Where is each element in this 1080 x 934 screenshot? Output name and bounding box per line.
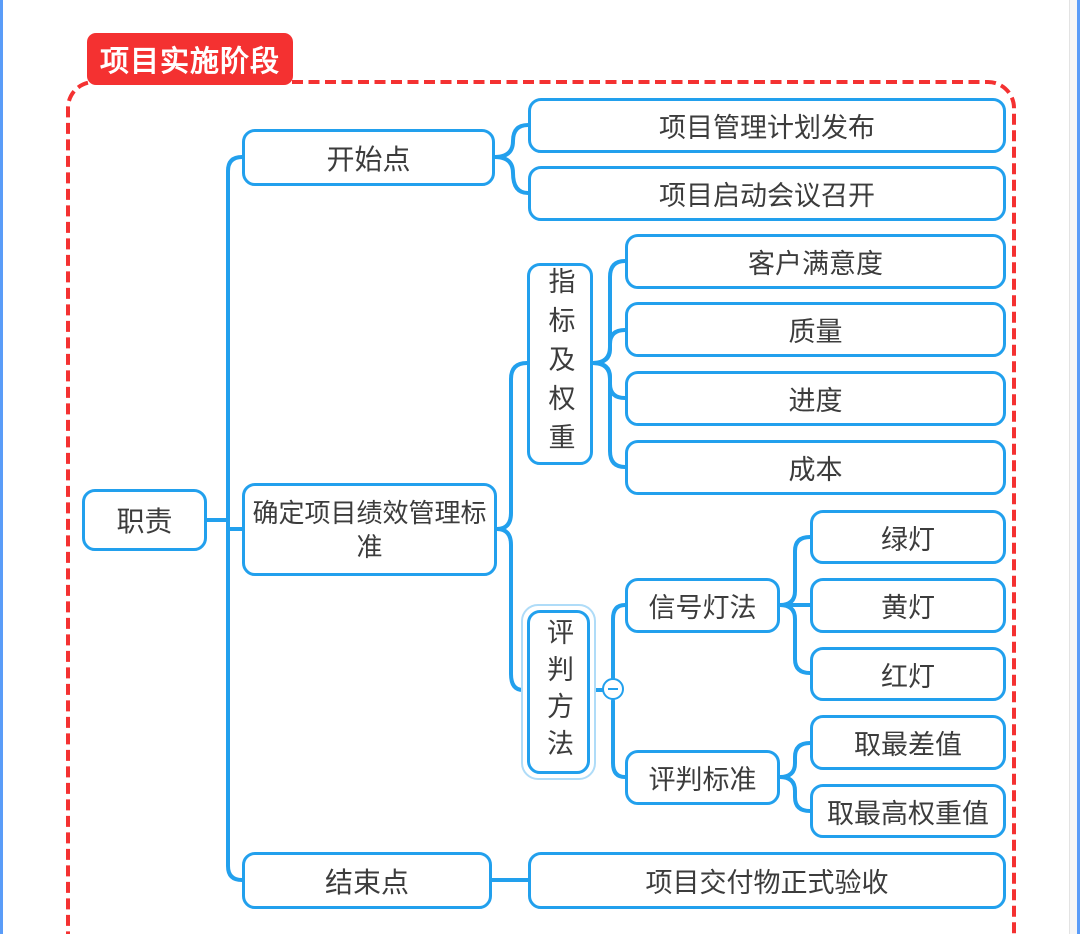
node-red-light[interactable]: 红灯 <box>810 647 1006 701</box>
branch-connectors <box>205 123 812 882</box>
node-plan-released[interactable]: 项目管理计划发布 <box>528 98 1006 153</box>
minus-glyph <box>608 688 618 690</box>
node-yellow-light[interactable]: 黄灯 <box>810 578 1006 633</box>
node-evaluation-method-selection-halo: 评判方法 <box>521 604 596 780</box>
collapse-minus-icon[interactable] <box>602 678 624 700</box>
node-responsibilities[interactable]: 职责 <box>82 489 207 551</box>
left-edge-line <box>0 0 3 934</box>
connector <box>611 603 627 681</box>
node-green-light[interactable]: 绿灯 <box>810 510 1006 564</box>
node-end-point[interactable]: 结束点 <box>242 852 492 909</box>
node-quality[interactable]: 质量 <box>625 302 1006 357</box>
node-performance-standard[interactable]: 确定项目绩效管理标准 <box>242 483 497 576</box>
right-edge-line[interactable] <box>1077 0 1080 934</box>
phase-badge[interactable]: 项目实施阶段 <box>87 33 293 85</box>
connector <box>495 527 525 692</box>
node-start-point[interactable]: 开始点 <box>242 129 495 186</box>
node-customer-satisfaction[interactable]: 客户满意度 <box>625 234 1006 289</box>
connector <box>778 741 812 779</box>
node-worst-value[interactable]: 取最差值 <box>810 715 1006 770</box>
node-indicators-weights[interactable]: 指标及权重 <box>527 263 593 465</box>
connector <box>495 361 529 531</box>
right-gutter <box>1070 0 1077 934</box>
node-deliverable-acceptance[interactable]: 项目交付物正式验收 <box>528 852 1006 909</box>
connector <box>493 155 530 195</box>
right-gutter-divider <box>1069 0 1070 934</box>
connector <box>493 123 530 159</box>
node-highest-weight-value[interactable]: 取最高权重值 <box>810 784 1006 838</box>
node-signal-light-method[interactable]: 信号灯法 <box>625 578 780 633</box>
connector <box>778 603 812 675</box>
connector <box>591 361 627 469</box>
connector <box>591 328 627 365</box>
connector <box>778 775 812 813</box>
connector <box>226 155 244 882</box>
connector <box>778 535 812 607</box>
node-schedule[interactable]: 进度 <box>625 371 1006 426</box>
node-evaluation-criteria[interactable]: 评判标准 <box>625 750 780 805</box>
node-evaluation-method[interactable]: 评判方法 <box>527 610 590 774</box>
node-kickoff-meeting[interactable]: 项目启动会议召开 <box>528 166 1006 221</box>
node-cost[interactable]: 成本 <box>625 440 1006 495</box>
phase-frame-dashed-border <box>66 80 1016 934</box>
connector <box>611 699 627 779</box>
